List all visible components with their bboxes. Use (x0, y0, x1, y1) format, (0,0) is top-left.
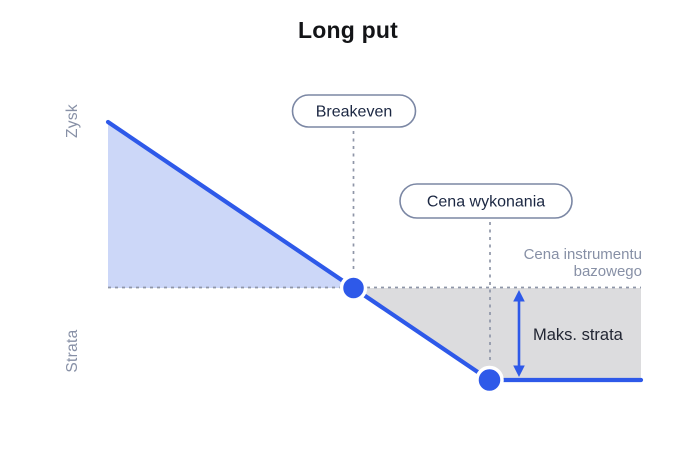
underlying-price-label-line2: bazowego (574, 263, 642, 280)
strike-pill-outline (399, 183, 573, 219)
loss-area (353, 288, 641, 379)
y-axis-profit-label: Zysk (64, 104, 81, 138)
breakeven-point-dot (339, 274, 368, 302)
breakeven-pill: Breakeven (291, 94, 417, 128)
strike-pill-label: Cena wykonania (427, 194, 545, 211)
max-loss-label: Maks. strata (533, 326, 624, 344)
strike-pill: Cena wykonania (399, 183, 573, 219)
max-loss-arrow-head-up (513, 290, 525, 302)
y-axis-loss-label: Strata (64, 329, 81, 372)
chart-title: Long put (298, 17, 398, 43)
max-loss-arrow-head-down (513, 365, 525, 377)
max-loss-arrow (513, 290, 525, 377)
breakeven-pill-label: Breakeven (316, 104, 393, 121)
breakeven-pill-outline (291, 94, 417, 128)
strike-point-dot (475, 365, 504, 395)
underlying-price-label-line1: Cena instrumentu (524, 246, 642, 263)
